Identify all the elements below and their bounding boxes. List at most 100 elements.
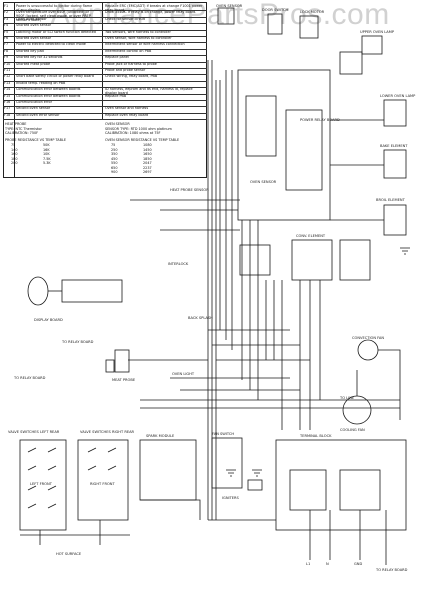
spec-right: SENSOR TYPE: RTD 1000 ohm platinum	[105, 126, 172, 131]
lamp-lower	[383, 99, 407, 127]
table-cell-fault: Open oven sensor	[16, 16, 47, 21]
table-cell-action: Oven sensor, wire harness to controller	[105, 36, 172, 40]
spec-left: TYPE: NTC Thermistor	[5, 126, 42, 131]
table-cell-fault: Second oven sensor	[16, 106, 51, 111]
label-upper-lamp: UPPER OVEN LAMP	[360, 30, 395, 34]
label-cooling-fan: COOLING FAN	[340, 428, 365, 432]
probe-temp: 140	[11, 147, 18, 152]
table-cell-code: F2	[4, 10, 9, 15]
probe-resistance: 5.3K	[43, 161, 51, 165]
control-board-inner	[245, 95, 277, 157]
table-cell-fault: Communication error between boards	[16, 87, 81, 92]
table-cell-action: Two sensors, wire harness to controller	[105, 29, 171, 34]
table-cell-fault: Shorted key for 32 seconds	[16, 55, 63, 60]
relay-block-c	[239, 244, 271, 276]
label-broil-element: BROIL ELEMENT	[376, 198, 405, 202]
sensor-resistance: 2237	[143, 165, 152, 170]
connector-right	[339, 51, 363, 75]
table-cell-code: F10	[4, 61, 11, 66]
label-n: N	[326, 562, 329, 566]
label-terminal-block: TERMINAL BLOCK	[300, 434, 332, 438]
watermark: AppliancePartsPros.com	[50, 0, 390, 31]
connector-top-left	[217, 7, 235, 25]
table-divider	[102, 2, 103, 119]
table-cell-code: F18	[4, 112, 11, 117]
sensor-temp: 250	[111, 147, 118, 152]
sensor-temp: 900	[111, 170, 118, 174]
label-door-switch: DOOR SWITCH	[262, 8, 289, 12]
label-display-board: DISPLAY BOARD	[34, 318, 63, 322]
probe-resistance: 50K	[43, 143, 50, 147]
label-conv-element: CONV. ELEMENT	[296, 234, 326, 238]
left-oval	[27, 276, 49, 306]
control-board-relays	[285, 109, 323, 191]
label-igniters: IGNITERS	[222, 496, 239, 500]
sensor-temp: 450	[111, 156, 118, 161]
label-spark-module: SPARK MODULE	[146, 434, 175, 438]
probe-resistance: 16K	[43, 147, 50, 152]
table-cell-action: Probe jack or harness to probe	[105, 61, 157, 66]
table-row: F2 Oven temperature over 640F (unlocked) …	[3, 10, 207, 22]
table-cell-action: Intermittent sensor or wire harness conn…	[105, 42, 185, 47]
conv-fan-motor	[357, 339, 379, 361]
label-right-front: RIGHT FRONT	[90, 482, 115, 486]
spec-right: CALIBRATION: 1080 ohms at 75F	[105, 131, 161, 135]
terminal-sub-a	[289, 469, 327, 511]
connector-top-mid	[267, 13, 283, 35]
table-cell-code: F5	[4, 29, 9, 34]
label-gnd: GND	[354, 562, 363, 566]
table-cell-code: F11	[4, 68, 11, 72]
label-valve-right: VALVE SWITCHES RIGHT REAR	[80, 430, 135, 434]
table-cell-code: F4	[4, 23, 9, 28]
connector-top-right	[299, 15, 319, 39]
table-cell-fault: Power is unsuccessful to ignitor during …	[16, 4, 93, 12]
table-divider	[14, 2, 15, 178]
table-cell-code: F15	[4, 93, 11, 98]
table-cell-fault: Oven temperature over 640F (unlocked) or…	[16, 10, 91, 23]
table-cell-action: Intermittent control on PBB	[105, 48, 152, 53]
table-cell-action: Replace ERC (EMC/ADT) if breaks at chang…	[105, 4, 203, 12]
probe-temp: 180	[11, 156, 18, 161]
table-cell-action: Check wiring, relay board, PBB	[105, 74, 158, 79]
lamp-block	[361, 35, 383, 55]
table-cell-code: F1	[4, 4, 9, 8]
sensor-table-title: OVEN SENSOR RESISTANCE VS TEMP TABLE	[105, 138, 180, 142]
table-cell-code: F3	[4, 16, 9, 21]
table-cell-fault: Short bake safety circuit or power relay…	[16, 74, 94, 79]
label-fan-switch: FAN SWITCH	[212, 432, 235, 436]
table-cell-code: F7	[4, 42, 9, 47]
spec-right: OVEN SENSOR	[105, 122, 130, 126]
label-meat-probe: MEAT PROBE	[112, 378, 136, 382]
relay-block-b	[339, 239, 371, 281]
spark-module	[139, 439, 197, 501]
label-bake-element: BAKE ELEMENT	[380, 144, 408, 148]
label-relay-board-left: TO RELAY BOARD	[62, 340, 94, 344]
valve-switches-right	[77, 439, 129, 521]
sensor-resistance: 1850	[143, 156, 152, 161]
table-frame	[3, 2, 207, 178]
label-interlock: INTERLOCK	[168, 262, 189, 266]
label-hot-surface: HOT SURFACE	[56, 552, 82, 556]
label-lower-lamp: LOWER OVEN LAMP	[380, 94, 416, 98]
left-board	[61, 279, 123, 303]
label-relay-board-top: TO RELAY BOARD	[14, 376, 46, 380]
table-cell-code: F8	[4, 48, 9, 53]
spec-left: HEAT PROBE	[5, 122, 27, 126]
table-cell-fault: Communication error between boards	[16, 93, 81, 98]
table-cell-code: F6	[4, 36, 9, 40]
table-cell-code: F14	[4, 87, 11, 92]
label-valve-left: VALVE SWITCHES LEFT REAR	[8, 430, 60, 434]
